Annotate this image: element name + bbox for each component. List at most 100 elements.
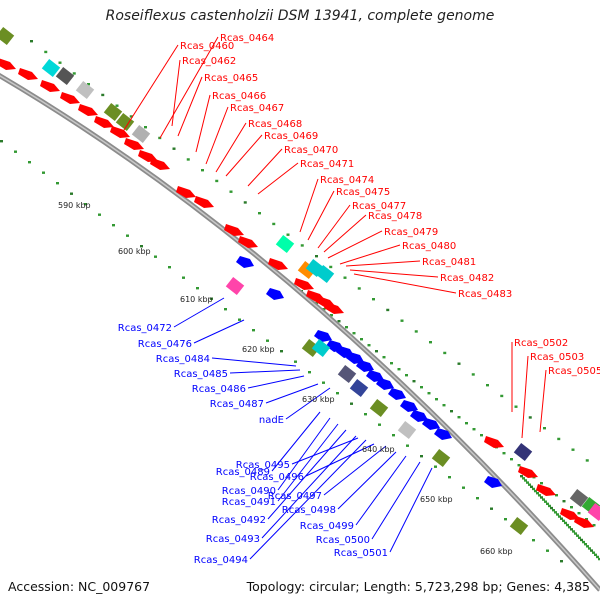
track-dash bbox=[546, 502, 549, 506]
leader-line bbox=[389, 467, 433, 553]
track-dash bbox=[87, 83, 90, 86]
gene-label-reverse: Rcas_0490 bbox=[222, 486, 276, 497]
track-dash bbox=[406, 444, 409, 447]
forward-gene-arrow bbox=[18, 68, 38, 80]
track-dash bbox=[480, 434, 483, 437]
track-dash bbox=[472, 428, 476, 431]
track-dash bbox=[555, 494, 558, 497]
reverse-gene-arrow bbox=[434, 428, 452, 440]
gene-label-forward: Rcas_0475 bbox=[336, 187, 390, 198]
track-dash bbox=[343, 276, 347, 279]
leader-line bbox=[521, 355, 529, 439]
gene-label-reverse: Rcas_0496 bbox=[250, 472, 304, 483]
gene-box bbox=[513, 442, 533, 462]
track-dash bbox=[420, 386, 423, 389]
track-dash bbox=[598, 557, 600, 561]
gene-box bbox=[369, 398, 389, 418]
leader-line bbox=[177, 76, 203, 137]
track-dash bbox=[215, 179, 219, 183]
gene-label-reverse: Rcas_0472 bbox=[118, 323, 172, 334]
track-dash bbox=[514, 405, 518, 408]
track-dash bbox=[397, 368, 401, 371]
track-dash bbox=[556, 513, 559, 516]
track-dash bbox=[308, 371, 311, 374]
gene-box bbox=[131, 124, 151, 144]
track-dash bbox=[210, 297, 213, 300]
gene-label-forward: Rcas_0479 bbox=[384, 227, 438, 238]
track-dash bbox=[562, 519, 565, 523]
forward-gene-arrow bbox=[536, 484, 556, 496]
track-dash bbox=[594, 553, 597, 557]
gene-box bbox=[115, 112, 135, 132]
track-dash bbox=[500, 394, 504, 398]
track-dash bbox=[280, 350, 283, 353]
gene-labels: Rcas_0460Rcas_0464Rcas_0462Rcas_0465Rcas… bbox=[118, 33, 600, 566]
track-dash bbox=[465, 422, 468, 425]
track-dash bbox=[0, 140, 3, 143]
gene-label-forward: Rcas_0467 bbox=[230, 103, 284, 114]
leader-line bbox=[171, 59, 181, 127]
track-dash bbox=[572, 530, 575, 533]
gene-label-reverse: Rcas_0486 bbox=[192, 384, 246, 395]
topology-text: Topology: circular; Length: 5,723,298 bp… bbox=[246, 579, 590, 594]
gene-box bbox=[297, 260, 317, 280]
reverse-gene-arrow bbox=[410, 410, 428, 422]
gene-box bbox=[55, 66, 75, 86]
gene-box bbox=[75, 80, 95, 100]
track-dash bbox=[558, 515, 561, 518]
forward-gene-arrow bbox=[194, 196, 214, 208]
track-dash bbox=[372, 298, 375, 301]
track-dash bbox=[435, 398, 438, 401]
track-dash bbox=[56, 182, 59, 185]
track-dash bbox=[126, 234, 129, 237]
gene-label-reverse: Rcas_0476 bbox=[138, 339, 192, 350]
gene-label-forward: Rcas_0505 bbox=[548, 366, 600, 377]
gene-box bbox=[349, 378, 369, 398]
track-dash bbox=[84, 203, 87, 206]
track-dash bbox=[540, 496, 543, 499]
forward-gene-arrow bbox=[94, 116, 114, 128]
leader-line bbox=[345, 260, 421, 267]
track-dash bbox=[450, 410, 453, 413]
track-dash bbox=[564, 521, 567, 525]
gene-label-reverse: Rcas_0484 bbox=[156, 354, 210, 365]
gene-label-forward: Rcas_0465 bbox=[204, 73, 258, 84]
track-dash bbox=[70, 192, 73, 195]
leader-line bbox=[229, 369, 301, 374]
track-dash bbox=[350, 402, 353, 405]
track-dash bbox=[329, 265, 333, 269]
track-dash bbox=[542, 498, 545, 501]
track-dash bbox=[532, 539, 535, 542]
track-dash bbox=[546, 549, 549, 552]
track-dash bbox=[345, 326, 348, 329]
track-dash bbox=[502, 452, 506, 455]
forward-gene-arrow bbox=[124, 138, 144, 150]
kbp-label: 660 kbp bbox=[480, 547, 513, 556]
track-dash bbox=[30, 40, 33, 43]
track-dash bbox=[367, 344, 371, 347]
reverse-gene-arrow bbox=[314, 330, 332, 342]
track-dash bbox=[414, 330, 418, 333]
track-dash bbox=[462, 486, 465, 489]
gene-label-forward: Rcas_0462 bbox=[182, 56, 236, 67]
gene-label-forward: Rcas_0478 bbox=[368, 211, 422, 222]
track-dash bbox=[382, 356, 386, 359]
leader-line bbox=[291, 437, 359, 465]
forward-gene-arrow bbox=[78, 104, 98, 116]
track-dash bbox=[596, 555, 599, 559]
track-dash bbox=[272, 222, 276, 226]
leader-line bbox=[173, 297, 225, 328]
forward-gene-arrow bbox=[294, 278, 314, 290]
reverse-gene-arrow bbox=[376, 378, 394, 390]
kbp-label: 610 kbp bbox=[180, 295, 213, 304]
track-dash bbox=[186, 158, 190, 161]
gene-label-reverse: Rcas_0494 bbox=[194, 555, 248, 566]
track-dash bbox=[140, 245, 143, 248]
gene-label-reverse: Rcas_0499 bbox=[300, 521, 354, 532]
track-dash bbox=[522, 477, 525, 480]
gene-label-reverse: Rcas_0497 bbox=[268, 491, 322, 502]
track-dash bbox=[544, 500, 547, 503]
gene-box bbox=[0, 26, 15, 46]
forward-gene-arrow bbox=[60, 92, 80, 104]
track-dash bbox=[386, 308, 390, 312]
